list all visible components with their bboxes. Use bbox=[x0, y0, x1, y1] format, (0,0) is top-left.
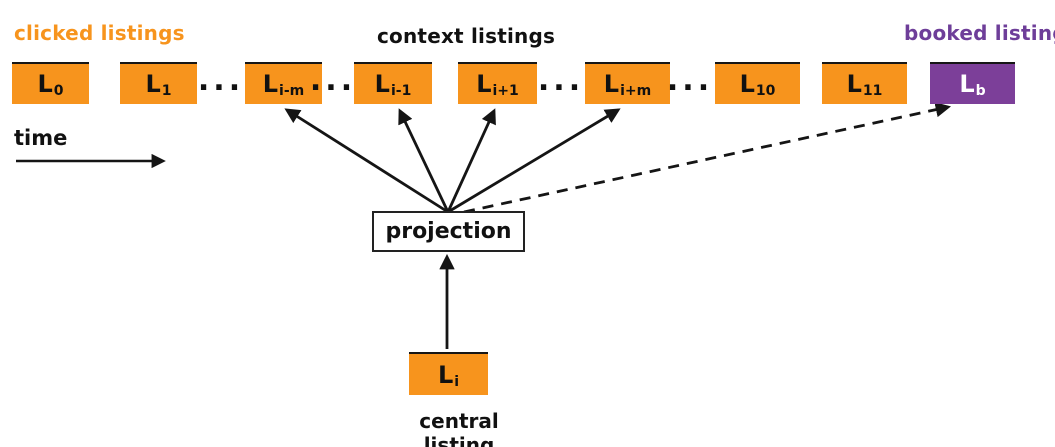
booked-listing-label: booked listing bbox=[904, 21, 1055, 45]
ellipsis-dots: ... bbox=[666, 63, 714, 98]
context-listings-label: context listings bbox=[377, 24, 556, 48]
box-l11-subscript: 11 bbox=[862, 83, 883, 99]
central-listing-label: central listing bbox=[419, 409, 499, 447]
ellipsis-dots: ... bbox=[309, 63, 357, 98]
box-l-i-plus-1-symbol: L bbox=[476, 70, 492, 98]
box-l-i-plus-m-symbol: L bbox=[603, 70, 620, 98]
box-l-i-plus-1-subscript: i+1 bbox=[492, 83, 519, 99]
box-l-i-minus-1-subscript: i-1 bbox=[390, 83, 412, 99]
box-l11-symbol: L bbox=[846, 70, 862, 98]
box-l10-subscript: 10 bbox=[755, 83, 776, 99]
box-l-i-plus-m-subscript: i+m bbox=[620, 83, 652, 99]
box-l-i-minus-m-subscript: i-m bbox=[279, 83, 305, 99]
arrow-projection-to-l-i-plus-m bbox=[447, 108, 621, 214]
box-l-booked-subscript: b bbox=[975, 83, 986, 99]
clicked-listings-label: clicked listings bbox=[14, 21, 185, 45]
projection-label: projection bbox=[385, 219, 512, 244]
box-l-i-minus-1-symbol: L bbox=[374, 70, 390, 98]
box-l0-symbol: L bbox=[37, 70, 53, 98]
projection-box: projection bbox=[372, 211, 525, 252]
box-l-i-minus-m-symbol: L bbox=[262, 70, 279, 98]
ellipsis-dots: ... bbox=[537, 63, 585, 98]
ellipsis-dots: ... bbox=[197, 63, 245, 98]
arrow-projection-to-l-i-minus-1 bbox=[398, 108, 450, 213]
box-l10-symbol: L bbox=[739, 70, 755, 98]
box-l1-subscript: 1 bbox=[161, 83, 172, 99]
arrow-projection-to-l-i-plus-1 bbox=[446, 108, 496, 213]
box-l-central-subscript: i bbox=[454, 373, 460, 390]
time-label: time bbox=[14, 126, 68, 150]
arrow-projection-to-l-i-minus-m bbox=[284, 108, 449, 214]
arrow-projection-to-booked-dashed bbox=[463, 102, 952, 214]
box-l1-symbol: L bbox=[145, 70, 161, 98]
box-l0-subscript: 0 bbox=[53, 83, 64, 99]
box-l-booked-symbol: L bbox=[959, 70, 975, 98]
box-l-central-symbol: L bbox=[437, 360, 454, 389]
